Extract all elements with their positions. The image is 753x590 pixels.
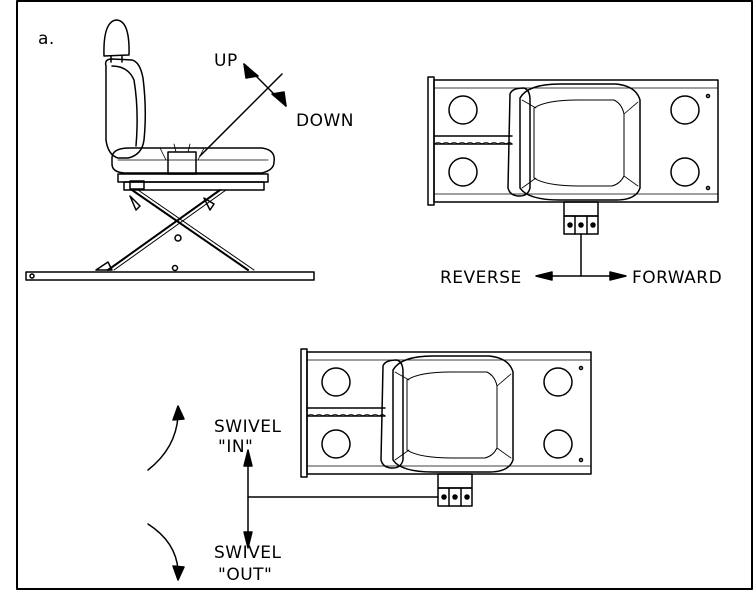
- top-view-seat: [427, 76, 719, 235]
- up-label: UP: [214, 51, 238, 71]
- swivel-in-label-line2: "IN": [218, 437, 253, 457]
- control-box: [167, 151, 197, 175]
- backrest: [104, 58, 147, 159]
- swivel-out-label-line1: SWIVEL: [214, 543, 281, 563]
- floor-rail: [25, 271, 315, 281]
- headrest: [103, 19, 130, 57]
- swivel-out-label-line2: "OUT": [218, 565, 272, 585]
- up-down-arrow: [199, 63, 287, 157]
- swivel-arrows: [147, 405, 439, 581]
- reverse-label: REVERSE: [440, 268, 522, 288]
- seat-cushion: [111, 147, 275, 174]
- forward-reverse-arrow: [535, 233, 627, 281]
- down-label: DOWN: [296, 111, 354, 131]
- swivel-view-seat: [300, 348, 592, 507]
- panel-label: a.: [38, 29, 55, 49]
- forward-label: FORWARD: [632, 268, 722, 288]
- figure-border: [16, 0, 753, 590]
- side-view-seat: [25, 19, 315, 281]
- swivel-in-label-line1: SWIVEL: [214, 417, 281, 437]
